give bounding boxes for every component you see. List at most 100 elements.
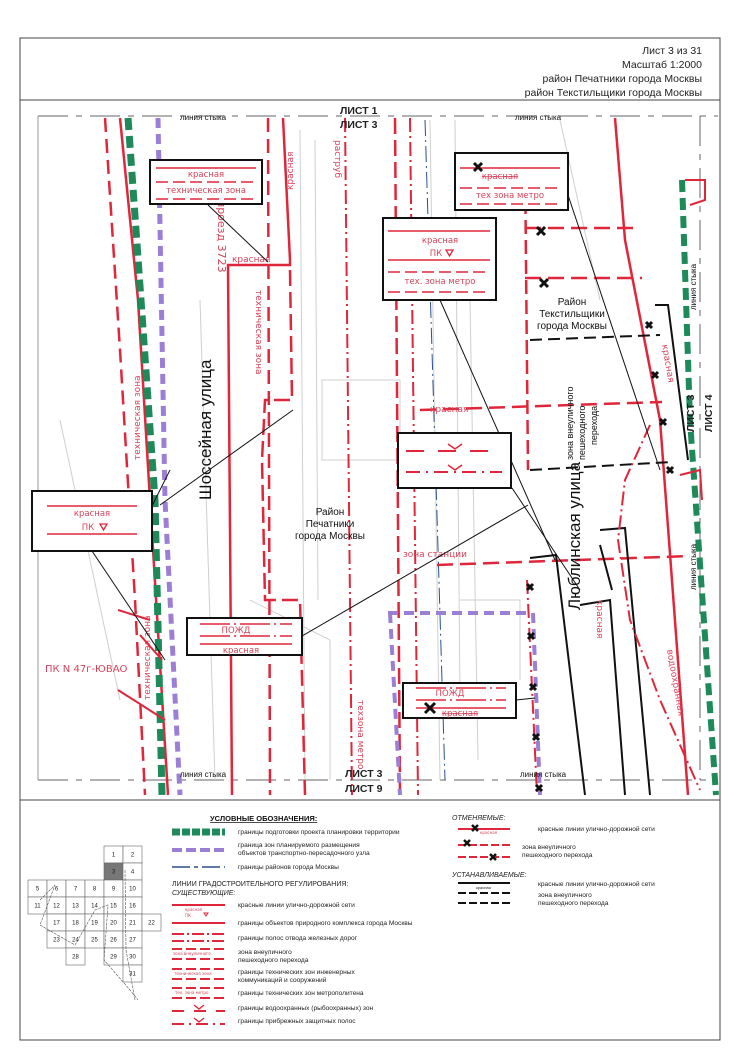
index-cell-label: 28 xyxy=(72,955,79,961)
index-cell-label: 27 xyxy=(129,938,136,944)
index-cell-8: 8 xyxy=(84,879,105,898)
water-protection-boundary xyxy=(616,424,701,791)
red-horizontal-dashed-lines xyxy=(419,226,691,567)
index-cell-label: 23 xyxy=(53,938,60,944)
callout-text: красная xyxy=(74,509,110,519)
callout-text: красная xyxy=(482,172,518,182)
water-zone-icon xyxy=(193,1004,205,1010)
index-cell-label: 24 xyxy=(72,938,79,944)
legend-text: объектов транспортно-пересадочного узла xyxy=(238,849,370,857)
label-proezd: проезд 3723 xyxy=(215,200,228,273)
legend-text: границы районов города Москвы xyxy=(238,863,339,871)
index-cell-label: 25 xyxy=(91,938,98,944)
callout-text: красная xyxy=(422,236,458,246)
legend-item-cancelled-underpass: зона внеуличного пешеходного перехода xyxy=(458,839,593,861)
planning-boundary-line xyxy=(124,117,166,796)
established-red-lines-lyublinskaya xyxy=(529,526,651,796)
title-block: Лист 3 из 31 Масштаб 1:2000 район Печатн… xyxy=(525,45,702,99)
legend-text: зона внеуличного xyxy=(522,844,576,851)
sheet-number: Лист 3 из 31 xyxy=(642,45,702,57)
pk-triangle-icon xyxy=(98,523,109,532)
legend-item-red-lines: красные линии улично-дорожной сети красн… xyxy=(172,901,355,912)
callout-text: красная xyxy=(442,709,478,719)
adjacent-sheet-top: ЛИСТ 1 xyxy=(340,105,378,117)
index-cell-label: 3 xyxy=(112,870,116,876)
joint-line-label-right: линия стыка xyxy=(689,263,698,310)
map-area: линия стыка линия стыка линия стыка лини… xyxy=(31,105,719,796)
underpass-label-line: пешеходного xyxy=(577,406,587,460)
index-cell-14: 14 xyxy=(84,896,105,915)
index-cell-label: 2 xyxy=(131,853,135,859)
index-cell-label: 11 xyxy=(34,904,41,910)
legend-text: пешеходного перехода xyxy=(538,900,609,907)
district-label-line: Район xyxy=(316,507,345,518)
cancel-x-icon xyxy=(534,783,544,793)
label-red-lyublinskaya: красная xyxy=(594,600,604,638)
label-water-zone: водоохранная xyxy=(664,649,686,717)
district-label-line: Текстильщики xyxy=(539,309,605,320)
callout-leaders xyxy=(91,194,661,701)
red-dashdot-line-345 xyxy=(344,117,353,796)
callout-railway-cancelled-red: ПОЖД красная xyxy=(402,682,517,719)
water-zone-icon xyxy=(193,1017,205,1023)
index-cell-18: 18 xyxy=(65,913,86,932)
index-cell-label: 19 xyxy=(91,921,98,927)
legend-symbol-text: ПК xyxy=(185,913,191,918)
callout-cancelled-red-metro: красная тех зона метро xyxy=(454,152,569,211)
index-cell-16: 16 xyxy=(122,896,143,915)
district-label-line: города Москвы xyxy=(537,321,607,332)
water-zone-icon xyxy=(447,464,463,471)
planning-boundary-line-east xyxy=(679,179,719,796)
district-label-line: Печатники xyxy=(306,519,355,530)
label-red-vertical: красная xyxy=(286,152,296,190)
index-cell-29: 29 xyxy=(103,947,124,966)
legend-text: пешеходного перехода xyxy=(238,957,309,964)
legend-item-tpu-boundary: граница зон планируемого размещения объе… xyxy=(172,842,370,857)
index-cell-label: 21 xyxy=(129,921,136,927)
index-project-outline xyxy=(39,869,139,1001)
legend-symbol-text: зона внеуличного xyxy=(173,951,211,956)
index-cell-22: 22 xyxy=(141,913,162,932)
callout-railway-red: ПОЖД красная xyxy=(186,617,303,656)
legend-text: границы водоохранных (рыбоохранных) зон xyxy=(238,1004,373,1012)
district-label-tekstilshchiki: Район Текстильщики города Москвы xyxy=(537,297,607,332)
joint-line-label-bottom-left: линия стыка xyxy=(180,770,227,779)
legend-existing-heading: СУЩЕСТВУЮЩИЕ: xyxy=(172,890,235,897)
index-cell-23: 23 xyxy=(46,930,67,949)
index-cell-10: 10 xyxy=(122,879,143,898)
district-label-pechatniki: Район Печатники города Москвы xyxy=(295,507,365,542)
red-line-tech-zone-box xyxy=(226,117,292,796)
index-cell-label: 15 xyxy=(110,904,117,910)
legend-established-heading: УСТАНАВЛИВАЕМЫЕ: xyxy=(451,872,527,879)
callout-text: ПОЖД xyxy=(222,626,251,636)
index-cell-17: 17 xyxy=(46,913,67,932)
index-cell-9: 9 xyxy=(103,879,124,898)
index-cell-1: 1 xyxy=(103,845,124,864)
label-tech-zone-west: техническая зона xyxy=(133,375,143,460)
cancel-x-icon xyxy=(658,417,668,427)
cancel-x-icon xyxy=(472,161,484,173)
legend-text: красные линии улично-дорожной сети xyxy=(538,880,655,888)
index-cell-label: 7 xyxy=(74,887,78,893)
index-cell-4: 4 xyxy=(122,862,143,881)
legend-item-coastal-strips: границы прибрежных защитных полос xyxy=(172,1017,356,1025)
legend-symbol-text: красная xyxy=(476,885,491,890)
cancel-x-icon xyxy=(526,631,536,641)
legend-text: границы полос отвода железных дорог xyxy=(238,935,358,942)
legend-item-natural-complex: ПК границы объектов природного комплекса… xyxy=(172,912,413,927)
legend-item-underpass: зона внеуличного зона внеуличного пешехо… xyxy=(172,948,309,964)
index-cell-label: 4 xyxy=(131,870,135,876)
label-tech-zone-middle: техническая зона xyxy=(253,290,263,375)
street-lyublinskaya: Люблинская улица xyxy=(565,461,584,610)
street-shosseynaya: Шоссейная улица xyxy=(196,359,215,500)
legend-text: красные линии улично-дорожной сети xyxy=(538,825,655,833)
district-1: район Печатники города Москвы xyxy=(542,73,702,85)
index-cell-6: 6 xyxy=(46,879,67,898)
index-cell-label: 12 xyxy=(53,904,60,910)
cancel-x-icon xyxy=(525,582,535,592)
index-cell-label: 31 xyxy=(129,972,136,978)
red-line-east xyxy=(613,117,690,796)
index-cell-label: 29 xyxy=(110,955,117,961)
tpu-zone-boundary xyxy=(388,611,542,796)
legend-item-district-boundary: границы районов города Москвы xyxy=(172,863,339,871)
